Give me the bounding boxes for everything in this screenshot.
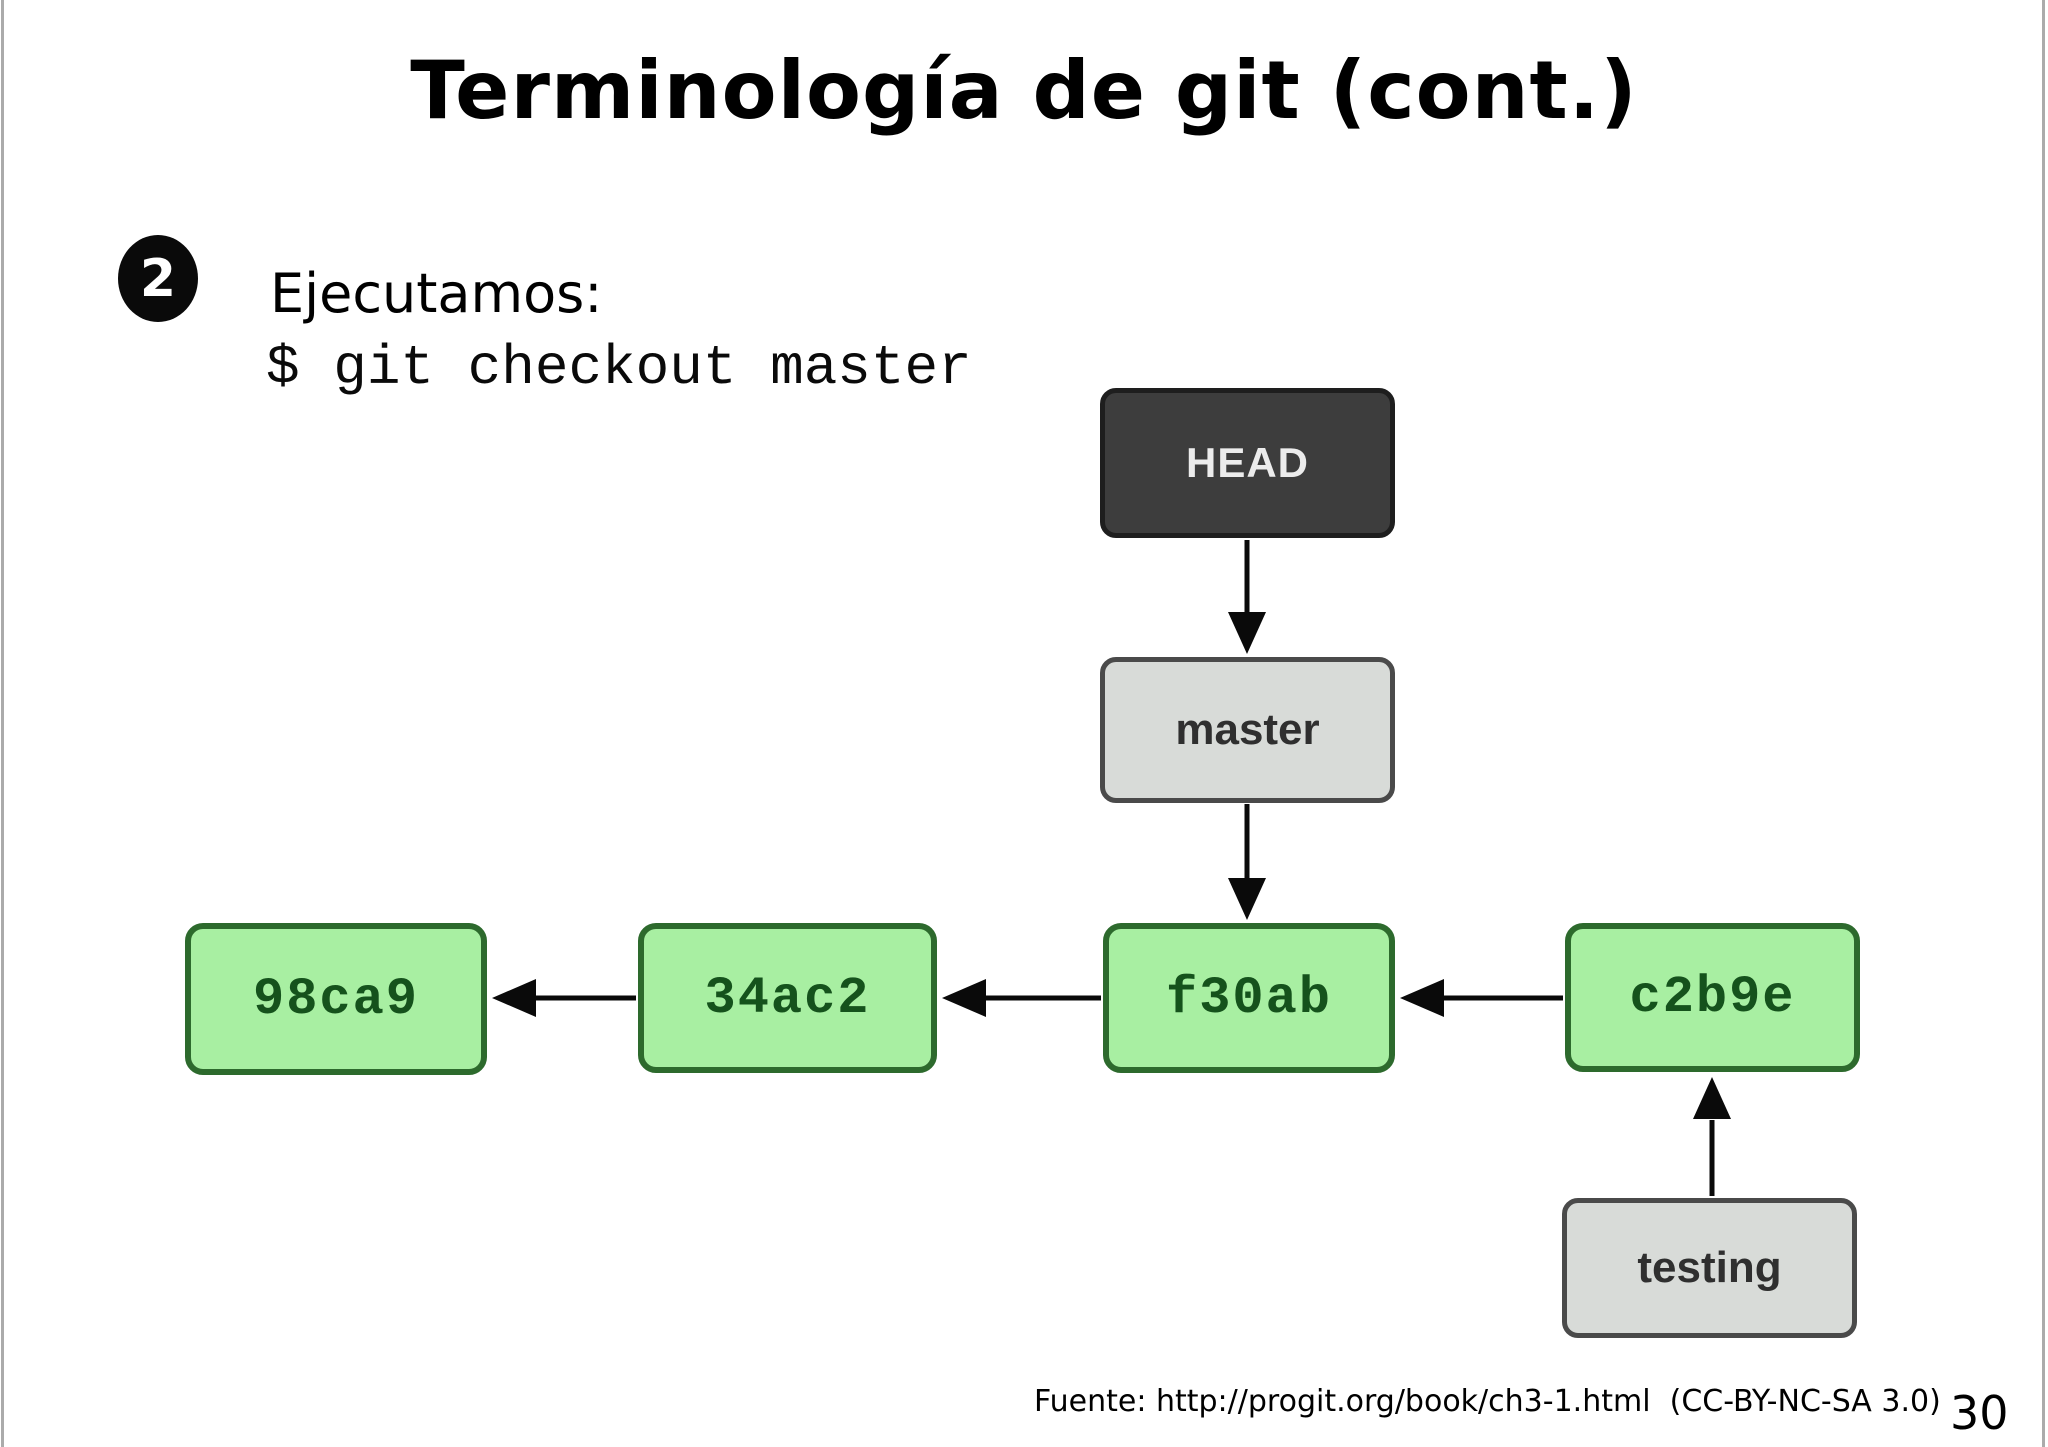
branch-node-testing: testing <box>1562 1198 1857 1338</box>
git-command: $ git checkout master <box>266 336 972 400</box>
page-number: 30 <box>1950 1386 2009 1440</box>
commit-label: f30ab <box>1165 968 1333 1028</box>
step-number-badge: 2 <box>118 235 198 322</box>
commit-node-34ac2: 34ac2 <box>638 923 937 1073</box>
slide-right-border-line <box>2042 0 2045 1447</box>
arrow-testing-to-c2b9e <box>1693 1077 1731 1196</box>
commit-node-98ca9: 98ca9 <box>185 923 487 1075</box>
branch-node-master: master <box>1100 657 1395 803</box>
commit-label: c2b9e <box>1629 968 1796 1027</box>
head-node: HEAD <box>1100 388 1395 538</box>
commit-node-c2b9e: c2b9e <box>1565 923 1860 1072</box>
arrow-c2b9e-to-f30ab <box>1400 979 1563 1017</box>
arrow-master-to-f30ab <box>1228 804 1266 920</box>
arrow-head-to-master <box>1228 540 1266 654</box>
arrow-f30ab-to-34ac2 <box>942 979 1101 1017</box>
footer-source: Fuente: http://progit.org/book/ch3-1.htm… <box>1034 1384 1941 1419</box>
commit-label: 98ca9 <box>252 969 420 1029</box>
head-label: HEAD <box>1185 439 1309 486</box>
page-title: Terminología de git (cont.) <box>410 44 1638 137</box>
slide-left-border-line <box>1 0 4 1447</box>
branch-label: master <box>1175 705 1320 754</box>
branch-label: testing <box>1637 1243 1782 1292</box>
arrow-34ac2-to-98ca9 <box>492 979 636 1017</box>
step-label: Ejecutamos: <box>270 262 603 325</box>
commit-node-f30ab: f30ab <box>1103 923 1395 1073</box>
commit-label: 34ac2 <box>704 968 871 1028</box>
step-number: 2 <box>139 248 177 309</box>
